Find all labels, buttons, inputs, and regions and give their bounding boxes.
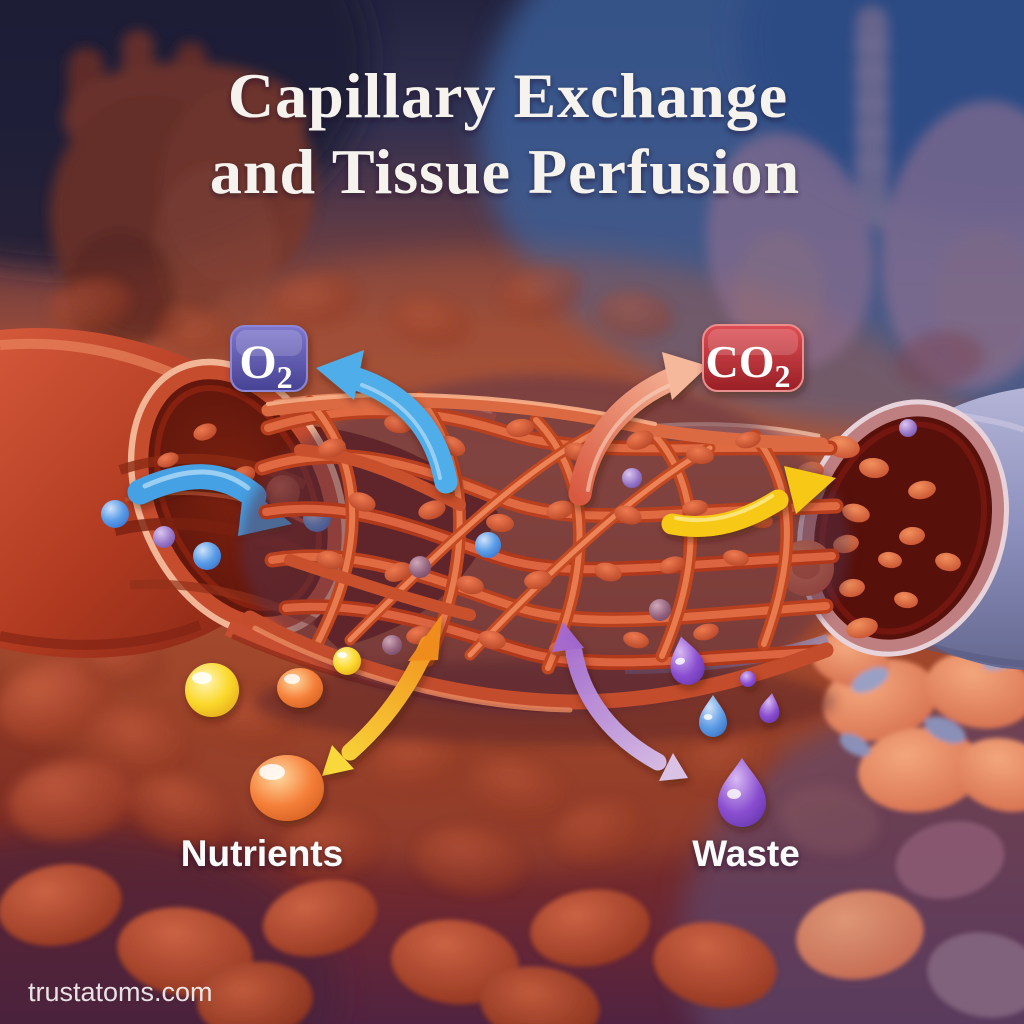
nutrients-arrow — [322, 614, 442, 776]
watermark: trustatoms.com — [28, 977, 213, 1007]
oxygen-molecule — [101, 500, 129, 528]
waste-droplet-large — [718, 758, 766, 827]
nutrient-orange-medium — [277, 668, 323, 708]
waste-droplet-dot — [740, 671, 756, 687]
o2-subscript: 2 — [277, 359, 293, 395]
foreground-cells — [0, 821, 1024, 1024]
waste-droplets — [670, 636, 780, 827]
solute-molecule — [153, 526, 175, 548]
o2-arrow — [316, 350, 458, 494]
salmon-cells — [810, 632, 1024, 813]
capillary-bed — [240, 375, 850, 744]
title: Capillary Exchange and Tissue Perfusion — [210, 60, 800, 207]
co2-subscript: 2 — [775, 358, 791, 394]
o2-badge: O2 — [230, 325, 308, 395]
o2-label: O — [239, 336, 276, 389]
nutrients-label: Nutrients — [181, 833, 343, 874]
svg-text:O2: O2 — [239, 336, 292, 395]
waste-label: Waste — [692, 833, 800, 874]
title-line-1: Capillary Exchange — [228, 60, 788, 131]
blood-flow-out-arrow — [661, 466, 836, 537]
co2-label: CO — [706, 336, 775, 387]
nutrient-orange-large — [250, 755, 324, 821]
svg-text:CO2: CO2 — [706, 336, 791, 394]
solute-molecule — [649, 599, 671, 621]
solute-molecule — [899, 419, 917, 437]
co2-badge: CO2 — [702, 324, 804, 394]
title-line-2: and Tissue Perfusion — [210, 136, 800, 207]
solute-molecule — [409, 556, 431, 578]
nutrient-molecules — [185, 647, 361, 821]
oxygen-molecule — [193, 542, 221, 570]
waste-droplet — [670, 636, 705, 685]
oxygen-molecule — [475, 532, 501, 558]
lungs-silhouette — [706, 6, 1024, 390]
solute-molecule — [382, 635, 402, 655]
solute-molecule — [622, 468, 642, 488]
nutrient-yellow-small — [333, 647, 361, 675]
water-droplet — [699, 695, 727, 737]
nutrient-yellow-large — [185, 663, 239, 717]
co2-arrow — [568, 352, 708, 506]
waste-arrow — [552, 622, 688, 781]
waste-droplet-small — [759, 693, 780, 723]
